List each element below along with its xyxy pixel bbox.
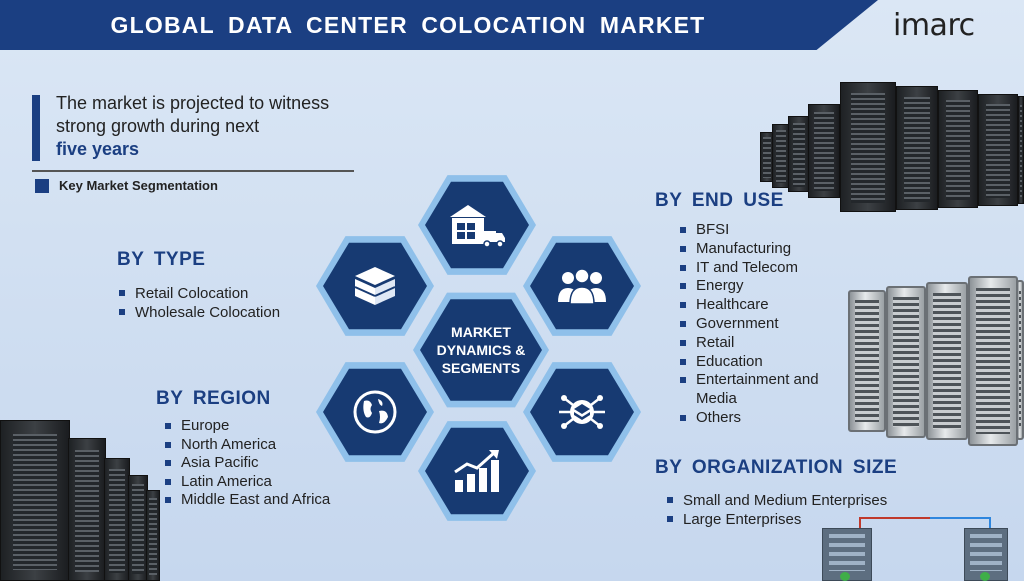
network-hub-icon <box>559 395 605 429</box>
center-label-line-1: MARKET <box>451 324 511 340</box>
page-title: GLOBAL DATA CENTER COLOCATION MARKET <box>110 12 706 38</box>
brand-logo: imarc <box>893 8 975 43</box>
intro-accent-bar <box>32 95 40 161</box>
center-label: MARKET DYNAMICS & SEGMENTS <box>426 323 536 377</box>
list-item: Asia Pacific <box>163 454 330 473</box>
intro-highlight: five years <box>56 139 140 159</box>
by-end-use-title: BY END USE <box>655 190 784 211</box>
intro-line-1: The market is projected to witness <box>56 93 330 113</box>
list-item: Others <box>678 409 819 428</box>
list-item: Middle East and Africa <box>163 491 330 510</box>
globe-icon <box>353 390 397 434</box>
list-item: Entertainment and <box>678 371 819 390</box>
list-item: Latin America <box>163 473 330 492</box>
hex-people <box>523 233 641 339</box>
by-type-list: Retail Colocation Wholesale Colocation <box>117 284 280 322</box>
intro-text: The market is projected to witness stron… <box>56 92 386 161</box>
list-item-continued: Media <box>696 390 737 408</box>
list-item: BFSI <box>678 221 819 240</box>
list-item: Europe <box>163 417 330 436</box>
list-item: Retail Colocation <box>117 284 280 303</box>
by-org-size-title: BY ORGANIZATION SIZE <box>655 457 898 478</box>
hex-warehouse <box>418 172 536 278</box>
divider <box>32 170 354 172</box>
by-region-title: BY REGION <box>156 388 271 409</box>
hex-growth <box>418 418 536 524</box>
center-label-line-3: SEGMENTS <box>441 360 521 376</box>
hex-network <box>523 359 641 465</box>
hex-globe <box>316 359 434 465</box>
people-icon <box>558 268 606 305</box>
by-region-list: Europe North America Asia Pacific Latin … <box>163 417 330 510</box>
list-item: Education <box>678 353 819 372</box>
hex-center: MARKET DYNAMICS & SEGMENTS <box>413 289 549 411</box>
list-item: Wholesale Colocation <box>117 303 280 322</box>
by-type-title: BY TYPE <box>117 249 206 270</box>
list-item: Manufacturing <box>678 240 819 259</box>
list-item: Large Enterprises <box>665 510 887 529</box>
list-item: North America <box>163 436 330 455</box>
list-item: Healthcare <box>678 296 819 315</box>
intro-line-2: strong growth during next <box>56 116 260 136</box>
list-item: Government <box>678 315 819 334</box>
growth-chart-icon <box>454 450 499 492</box>
key-segmentation-label: Key Market Segmentation <box>59 178 218 193</box>
by-end-use-list: BFSI Manufacturing IT and Telecom Energy… <box>678 221 819 428</box>
by-org-size-list: Small and Medium Enterprises Large Enter… <box>665 491 887 529</box>
list-item: IT and Telecom <box>678 259 819 278</box>
header-banner <box>0 0 878 50</box>
list-item: Energy <box>678 277 819 296</box>
hex-boxes <box>316 233 434 339</box>
center-label-line-2: DYNAMICS & <box>436 342 526 358</box>
list-item: Retail <box>678 334 819 353</box>
boxes-icon <box>354 267 396 305</box>
list-item: Small and Medium Enterprises <box>665 491 887 510</box>
square-bullet-icon <box>35 179 49 193</box>
warehouse-truck-icon <box>450 205 505 248</box>
